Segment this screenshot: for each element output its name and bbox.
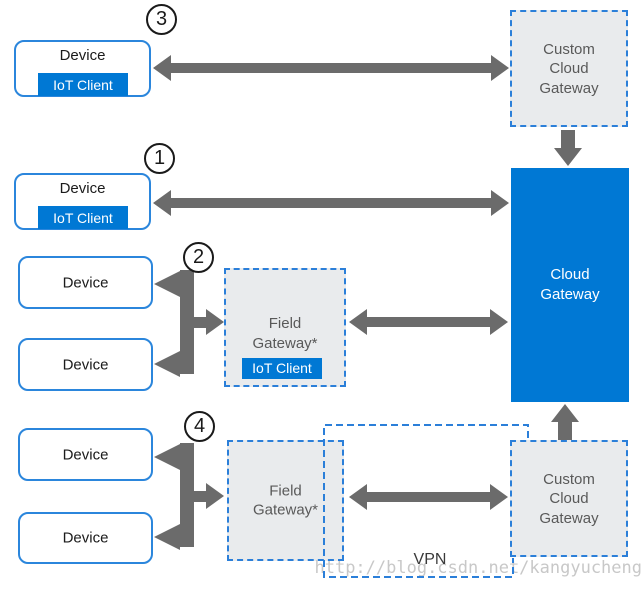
field-gateway-2-label: Field Gateway* xyxy=(252,315,318,352)
pattern-number-2-label: 2 xyxy=(192,246,205,268)
down-arrow-custom-to-cloud-gateway xyxy=(554,130,582,166)
device-box-p4-b: Device xyxy=(18,512,153,564)
double-arrow-device3-custom-cloud-gateway xyxy=(153,55,509,81)
branch-arrow-devices-to-field-gateway-4 xyxy=(154,443,224,550)
cloud-gateway-label: Cloud Gateway xyxy=(540,265,600,303)
pattern-number-4: 4 xyxy=(184,411,215,442)
device-label-p2-a: Device xyxy=(62,274,109,291)
iot-client-badge-field-gateway-2: IoT Client xyxy=(242,358,322,379)
device-box-p1: Device IoT Client xyxy=(14,173,151,230)
device-box-p4-a: Device xyxy=(18,428,153,481)
pattern-number-3: 3 xyxy=(146,4,177,35)
pattern-number-1-label: 1 xyxy=(153,147,166,169)
branch-arrow-devices-to-field-gateway-2 xyxy=(154,270,224,377)
field-gateway-4-box: Field Gateway* xyxy=(227,440,344,561)
double-arrow-field-gateway2-cloud-gateway xyxy=(349,309,508,335)
up-arrow-custom-to-cloud-gateway xyxy=(551,404,579,440)
custom-cloud-gateway-top-label: Custom Cloud Gateway xyxy=(539,40,599,97)
custom-cloud-gateway-bottom-box: Custom Cloud Gateway xyxy=(510,440,628,557)
device-label-p3: Device xyxy=(59,47,106,64)
pattern-number-4-label: 4 xyxy=(193,415,206,437)
pattern-number-2: 2 xyxy=(183,242,214,273)
iot-client-badge-p3: IoT Client xyxy=(38,73,128,96)
field-gateway-4-label: Field Gateway* xyxy=(252,482,319,519)
double-arrow-field-gateway4-custom-cloud-gateway xyxy=(349,484,508,510)
pattern-number-3-label: 3 xyxy=(155,8,168,30)
device-label-p1: Device xyxy=(59,180,106,197)
device-box-p2-b: Device xyxy=(18,338,153,391)
iot-client-badge-p1: IoT Client xyxy=(38,206,128,229)
vpn-zone-label: VPN xyxy=(413,551,447,568)
double-arrow-device1-cloud-gateway xyxy=(153,190,509,216)
device-label-p4-a: Device xyxy=(62,446,109,463)
field-gateway-2-box: Field Gateway* IoT Client xyxy=(224,268,346,387)
custom-cloud-gateway-top-box: Custom Cloud Gateway xyxy=(510,10,628,127)
device-box-p2-a: Device xyxy=(18,256,153,309)
pattern-number-1: 1 xyxy=(144,143,175,174)
device-box-p3: Device IoT Client xyxy=(14,40,151,97)
custom-cloud-gateway-bottom-label: Custom Cloud Gateway xyxy=(539,470,599,527)
cloud-gateway-box: Cloud Gateway xyxy=(511,168,629,402)
device-label-p2-b: Device xyxy=(62,356,109,373)
device-label-p4-b: Device xyxy=(62,529,109,547)
watermark-text: http://blog.csdn.net/kangyucheng xyxy=(314,558,642,578)
